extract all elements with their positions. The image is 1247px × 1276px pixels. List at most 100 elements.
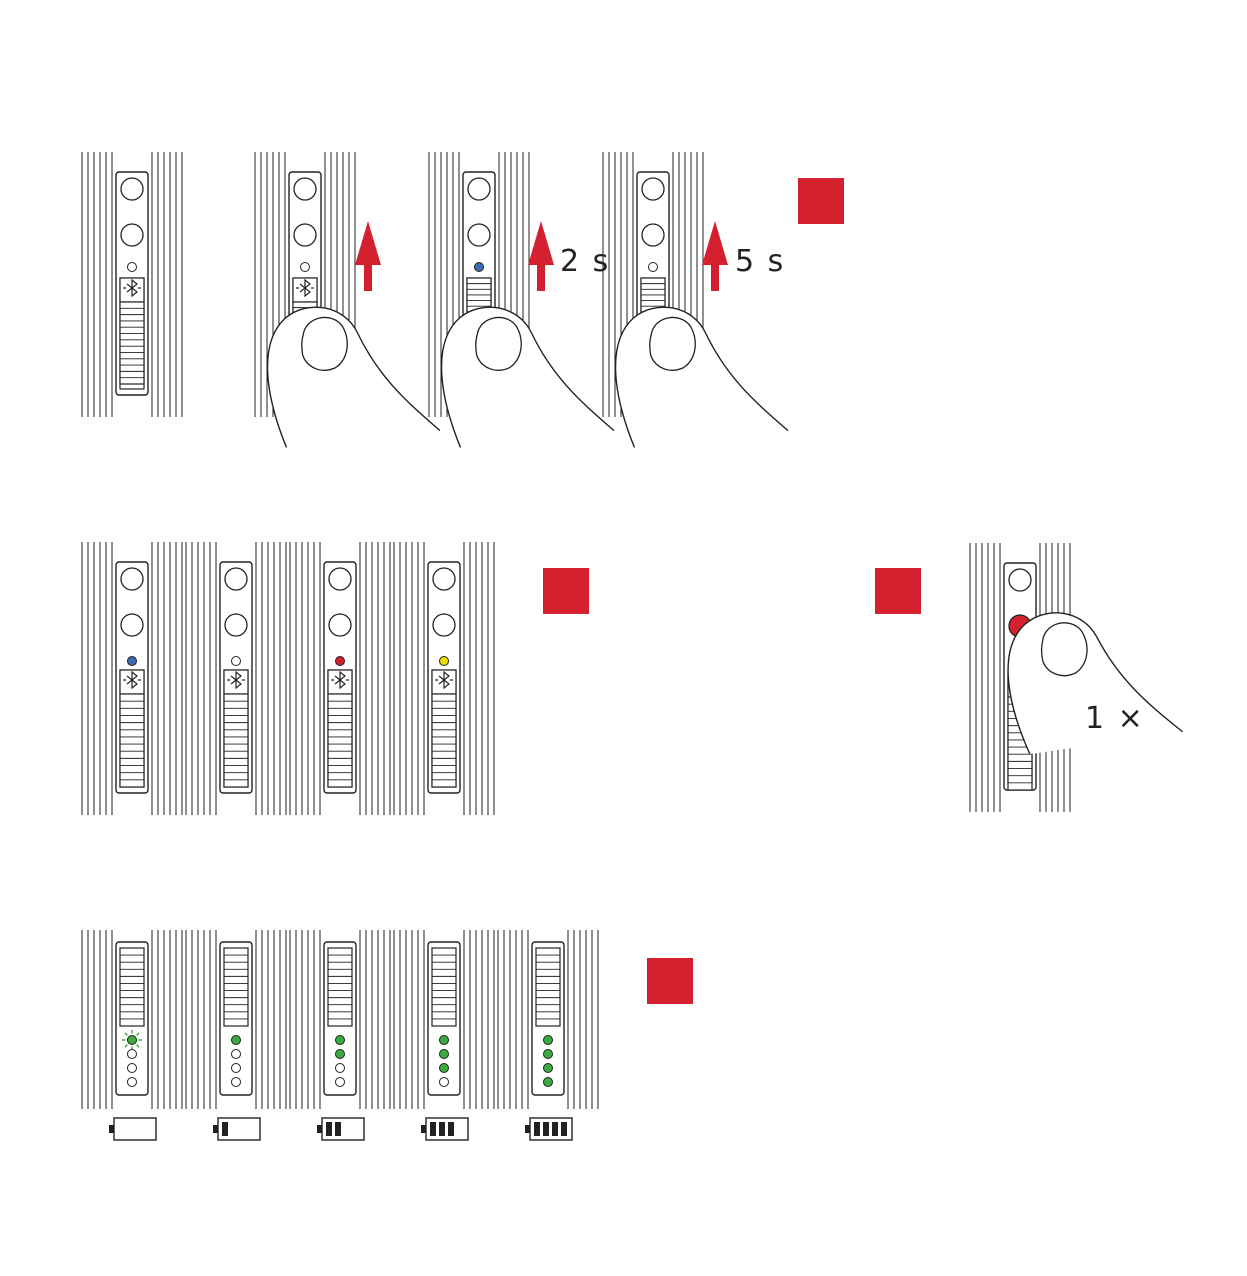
duration-label-5s: 5 s: [735, 244, 785, 279]
battery-led: [336, 1064, 345, 1073]
battery-bar: [561, 1122, 567, 1136]
battery-bar: [222, 1122, 228, 1136]
status-led: [440, 657, 449, 666]
slider-switch: [328, 948, 352, 1026]
button-top: [121, 568, 143, 590]
battery-bar: [335, 1122, 341, 1136]
finger-outline: [431, 289, 614, 459]
button-top: [642, 178, 664, 200]
finger-icon: [605, 289, 788, 459]
battery-level-2: [290, 930, 390, 1140]
battery-led: [440, 1036, 449, 1045]
button-top: [433, 568, 455, 590]
battery-icon: [421, 1118, 468, 1140]
step-marker-4: [647, 958, 693, 1004]
battery-level-1: [186, 930, 286, 1140]
battery-terminal: [109, 1125, 114, 1133]
step-marker-2: [543, 568, 589, 614]
battery-terminal: [317, 1125, 322, 1133]
button-middle: [225, 614, 247, 636]
battery-led: [128, 1050, 137, 1059]
press-count-label: 1 ×: [1085, 701, 1145, 736]
battery-led: [232, 1064, 241, 1073]
device-status-blue: [82, 542, 182, 815]
status-led: [649, 263, 658, 272]
status-led: [128, 657, 137, 666]
battery-icon: [525, 1118, 572, 1140]
button-middle: [468, 224, 490, 246]
battery-icon: [109, 1118, 156, 1140]
button-top: [121, 178, 143, 200]
battery-bar: [534, 1122, 540, 1136]
battery-led: [128, 1078, 137, 1087]
button-middle: [121, 224, 143, 246]
battery-icon: [213, 1118, 260, 1140]
slider-switch: [120, 302, 144, 384]
device-step-4: [603, 152, 788, 458]
battery-led: [440, 1050, 449, 1059]
button-top: [329, 568, 351, 590]
device-press-button: [970, 543, 1183, 812]
button-top: [225, 568, 247, 590]
device-step-2: [255, 152, 440, 458]
up-arrow-icon: [528, 221, 554, 291]
step-marker-3: [875, 568, 921, 614]
button-top: [294, 178, 316, 200]
status-led: [336, 657, 345, 666]
up-arrow-icon: [702, 221, 728, 291]
slider-switch: [120, 694, 144, 787]
battery-terminal: [213, 1125, 218, 1133]
button-middle: [329, 614, 351, 636]
battery-led: [232, 1036, 241, 1045]
battery-led: [232, 1078, 241, 1087]
row-power-pairing: [82, 152, 844, 458]
battery-led: [128, 1064, 137, 1073]
device-step-1: [82, 152, 182, 417]
slider-switch: [328, 694, 352, 787]
battery-bar: [448, 1122, 454, 1136]
battery-bar: [543, 1122, 549, 1136]
finger-icon: [257, 289, 440, 459]
button-middle: [294, 224, 316, 246]
battery-bar: [439, 1122, 445, 1136]
status-led: [475, 263, 484, 272]
slider-switch: [432, 948, 456, 1026]
battery-case: [114, 1118, 156, 1140]
slider-switch: [224, 948, 248, 1026]
battery-led: [336, 1036, 345, 1045]
duration-label-2s: 2 s: [560, 244, 610, 279]
device-status-off: [186, 542, 286, 815]
battery-led: [128, 1036, 137, 1045]
status-led: [232, 657, 241, 666]
battery-led: [440, 1078, 449, 1087]
slider-switch: [536, 948, 560, 1026]
step-marker-1: [798, 178, 844, 224]
device-status-red: [290, 542, 390, 815]
battery-level-0: [82, 930, 182, 1140]
battery-led: [336, 1078, 345, 1087]
battery-level-4: [498, 930, 598, 1140]
battery-led: [544, 1036, 553, 1045]
button-middle: [642, 224, 664, 246]
battery-led: [440, 1064, 449, 1073]
slider-switch: [432, 694, 456, 787]
battery-led: [336, 1050, 345, 1059]
up-arrow-icon: [355, 221, 381, 291]
battery-led: [544, 1064, 553, 1073]
row-battery-levels: [82, 930, 693, 1140]
battery-led: [544, 1078, 553, 1087]
battery-level-3: [394, 930, 494, 1140]
row-status-leds: [82, 542, 1183, 815]
battery-bar: [430, 1122, 436, 1136]
battery-led: [232, 1050, 241, 1059]
button-middle: [433, 614, 455, 636]
battery-icon: [317, 1118, 364, 1140]
device-status-yellow: [394, 542, 494, 815]
battery-bar: [552, 1122, 558, 1136]
slider-switch: [120, 948, 144, 1026]
battery-terminal: [421, 1125, 426, 1133]
device-step-3: [429, 152, 614, 458]
button-top: [468, 178, 490, 200]
battery-bar: [326, 1122, 332, 1136]
